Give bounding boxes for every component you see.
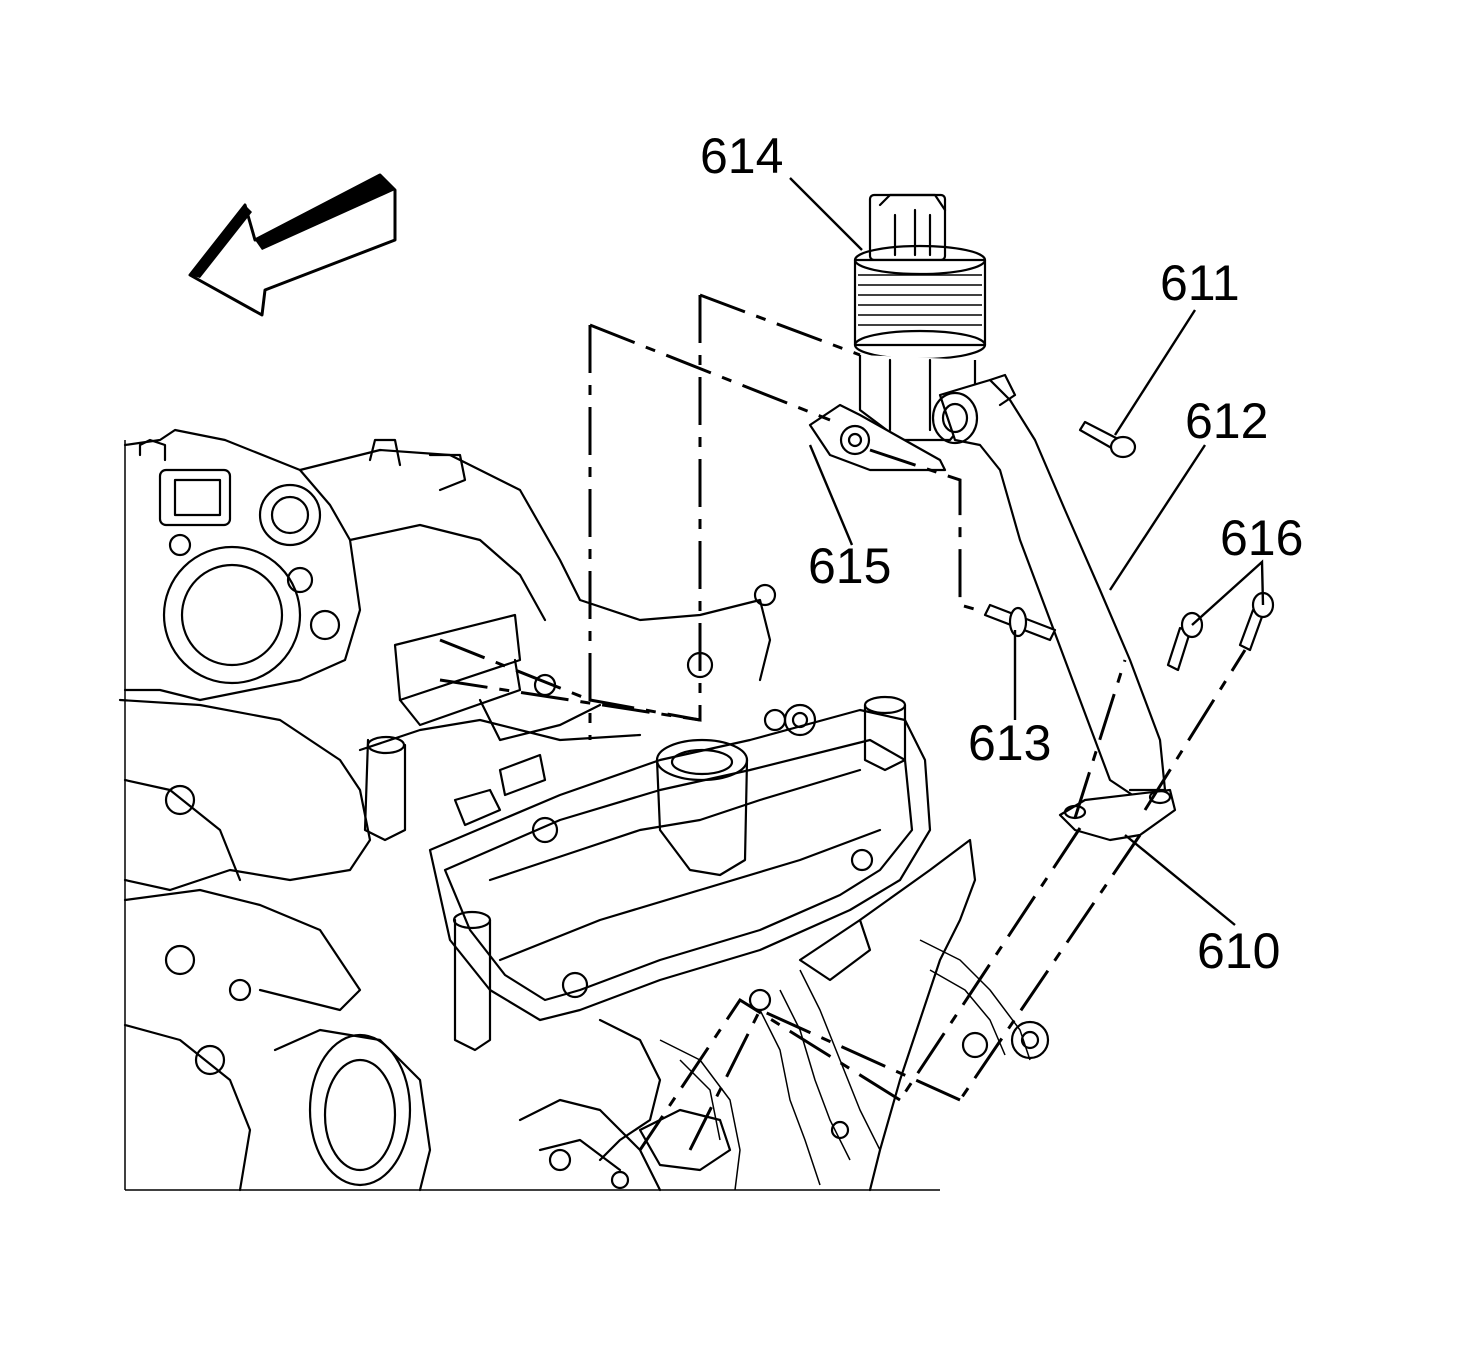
egr-flange xyxy=(808,403,947,472)
bolt-616-right xyxy=(1238,591,1275,652)
stud-613 xyxy=(983,603,1057,642)
arrow-left-icon xyxy=(188,173,397,317)
bolt-611 xyxy=(1078,420,1137,459)
callout-612: 612 xyxy=(1185,393,1268,449)
leader-lines xyxy=(789,177,1265,926)
callout-615: 615 xyxy=(808,538,891,594)
alignment-lines xyxy=(439,293,1247,1151)
callout-614: 614 xyxy=(700,128,783,184)
egr-valve xyxy=(853,193,987,442)
callout-611: 611 xyxy=(1160,255,1240,311)
callout-613: 613 xyxy=(968,715,1051,771)
callout-610: 610 xyxy=(1197,923,1280,979)
engine-assembly xyxy=(118,428,1050,1192)
egr-pipe-flange xyxy=(1058,788,1177,842)
callout-616: 616 xyxy=(1220,510,1303,566)
